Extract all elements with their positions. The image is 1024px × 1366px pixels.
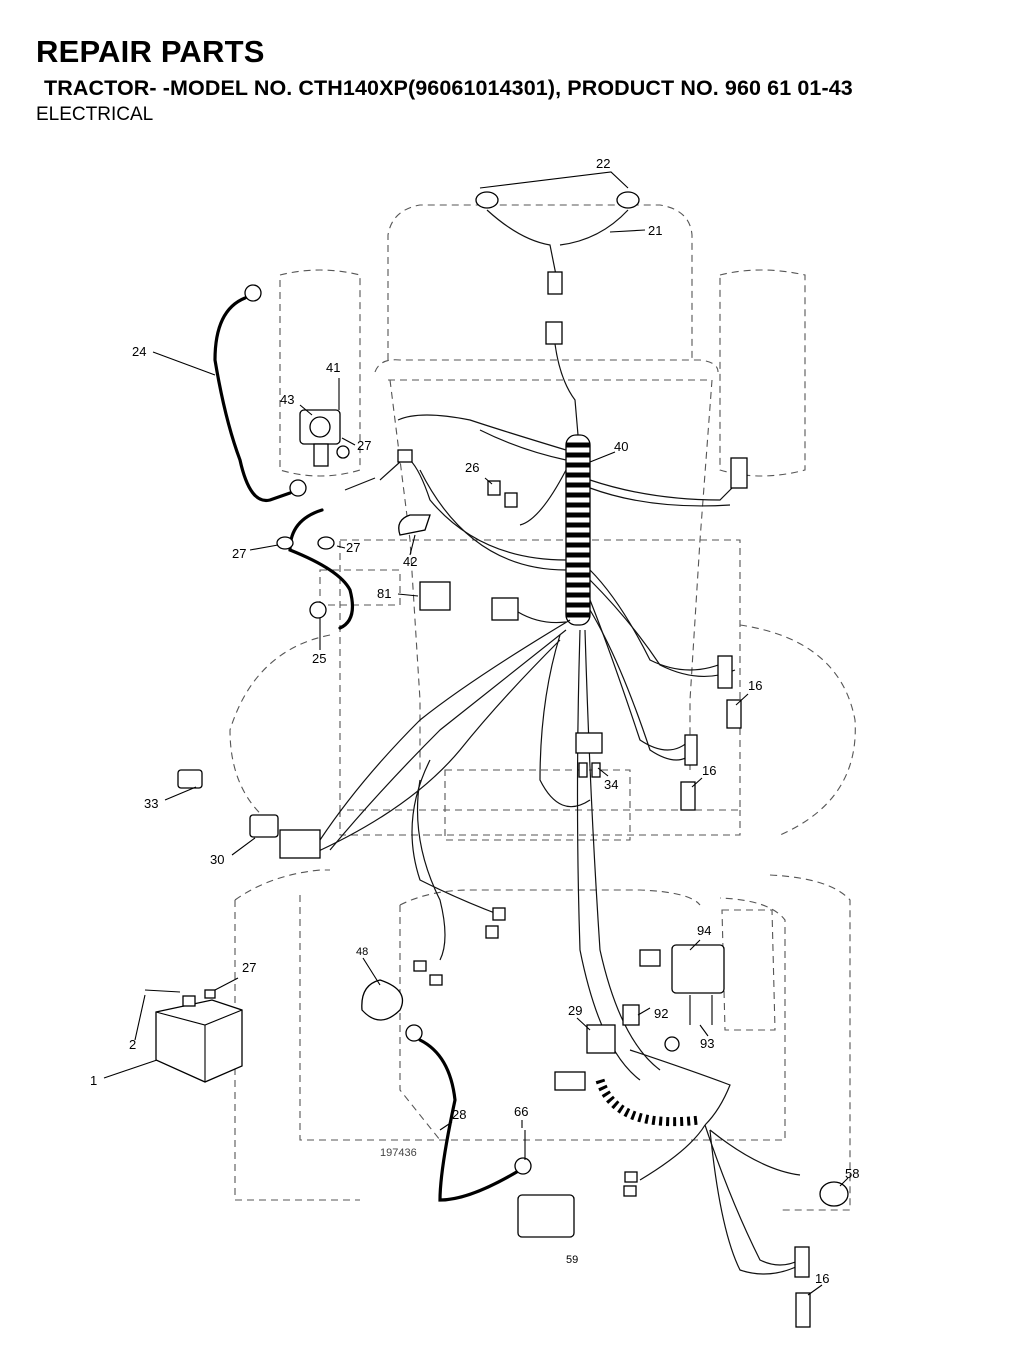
callout-81: 81 <box>377 586 391 601</box>
callout-27c: 27 <box>346 540 360 555</box>
callout-58: 58 <box>845 1166 859 1181</box>
callout-2: 2 <box>129 1037 136 1052</box>
callout-41: 41 <box>326 360 340 375</box>
starter-solenoid <box>276 378 431 550</box>
section-label: ELECTRICAL <box>36 104 154 125</box>
rear-harness <box>361 979 849 1278</box>
callout-28: 28 <box>452 1107 466 1122</box>
callout-94: 94 <box>697 923 711 938</box>
main-wiring-harness <box>309 321 748 1081</box>
callout-21: 21 <box>648 223 662 238</box>
callout-34: 34 <box>604 777 618 792</box>
callout-27d: 27 <box>242 960 256 975</box>
callout-43: 43 <box>280 392 294 407</box>
callout-66: 66 <box>514 1104 528 1119</box>
callout-25: 25 <box>312 651 326 666</box>
callout-30: 30 <box>210 852 224 867</box>
tractor-outline <box>229 204 856 1211</box>
electrical-components <box>177 581 811 1328</box>
callout-92: 92 <box>654 1006 668 1021</box>
harness-conduit-coils <box>565 434 591 626</box>
model-subtitle: TRACTOR- -MODEL NO. CTH140XP(96061014301… <box>44 76 853 100</box>
callout-40: 40 <box>614 439 628 454</box>
callout-59: 59 <box>566 1254 578 1266</box>
callout-16b: 16 <box>702 763 716 778</box>
callout-93: 93 <box>700 1036 714 1051</box>
seat-switch <box>639 944 725 1025</box>
callout-16c: 16 <box>815 1271 829 1286</box>
callout-26: 26 <box>465 460 479 475</box>
callout-48: 48 <box>356 946 368 958</box>
callout-29: 29 <box>568 1003 582 1018</box>
headlight-assembly <box>475 191 640 295</box>
callout-22: 22 <box>596 156 610 171</box>
callout-27a: 27 <box>357 438 371 453</box>
callout-16a: 16 <box>748 678 762 693</box>
callout-33: 33 <box>144 796 158 811</box>
page-title: REPAIR PARTS <box>36 34 265 69</box>
callout-leaders <box>103 171 849 1296</box>
callout-24: 24 <box>132 344 146 359</box>
callout-labels: 22 21 24 41 43 27 40 26 27 27 42 81 25 1… <box>90 156 859 1286</box>
battery-cables <box>213 284 532 1202</box>
battery <box>144 989 243 1083</box>
callout-42: 42 <box>403 554 417 569</box>
callout-27b: 27 <box>232 546 246 561</box>
callout-1: 1 <box>90 1073 97 1088</box>
drawing-number: 197436 <box>380 1147 417 1159</box>
